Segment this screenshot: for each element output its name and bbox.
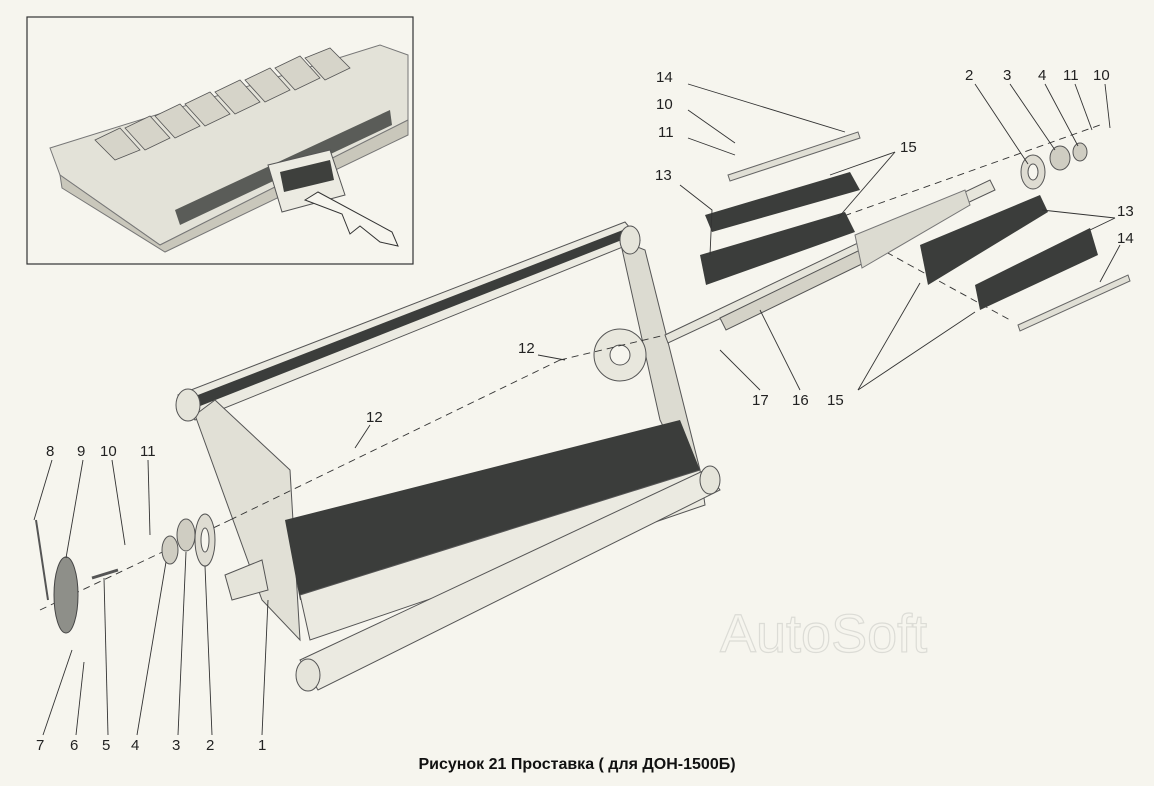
figure-caption: Рисунок 21 Проставка ( для ДОН-1500Б) [418,756,736,773]
sleeve-plate [854,189,971,269]
plates-13 [700,172,1098,310]
inset-pointer-arrow [303,191,399,247]
callout-3: 3 [172,737,180,754]
callouts: 14 10 11 13 15 2 3 4 11 10 13 14 17 16 1… [36,67,1134,754]
callout-5: 5 [102,737,110,754]
callout-14: 14 [1117,230,1134,247]
right-end-fittings [1020,142,1088,190]
callout-11: 11 [658,124,674,141]
callout-15: 15 [900,139,917,156]
callout-10: 10 [656,96,673,113]
strips-14 [727,131,1131,332]
frame-assembly [175,221,721,692]
callout-16: 16 [792,392,809,409]
callout-11: 11 [140,443,156,460]
callout-13: 13 [1117,203,1134,220]
inset-grates [94,47,351,161]
callout-17: 17 [752,392,769,409]
callout-6: 6 [70,737,78,754]
callout-15: 15 [827,392,844,409]
callout-12: 12 [366,409,383,426]
callout-2: 2 [206,737,214,754]
sprocket-9 [53,556,79,634]
callout-8: 8 [46,443,54,460]
callout-11: 11 [1063,67,1079,84]
left-end-fittings [35,513,216,634]
callout-4: 4 [1038,67,1046,84]
callout-9: 9 [77,443,85,460]
callout-2: 2 [965,67,973,84]
callout-7: 7 [36,737,44,754]
callout-12: 12 [518,340,535,357]
callout-1: 1 [258,737,266,754]
callout-4: 4 [131,737,139,754]
callout-14: 14 [656,69,673,86]
frame-front-panel [299,469,706,641]
leader-lines [33,83,1121,736]
callout-3: 3 [1003,67,1011,84]
frame-left-stub-tube [224,559,269,601]
callout-10: 10 [1093,67,1110,84]
callout-10: 10 [100,443,117,460]
callout-13: 13 [655,167,672,184]
watermark: AutoSoft [720,604,927,664]
inset-panel [26,16,414,265]
frame-bottom-pan [285,420,700,600]
